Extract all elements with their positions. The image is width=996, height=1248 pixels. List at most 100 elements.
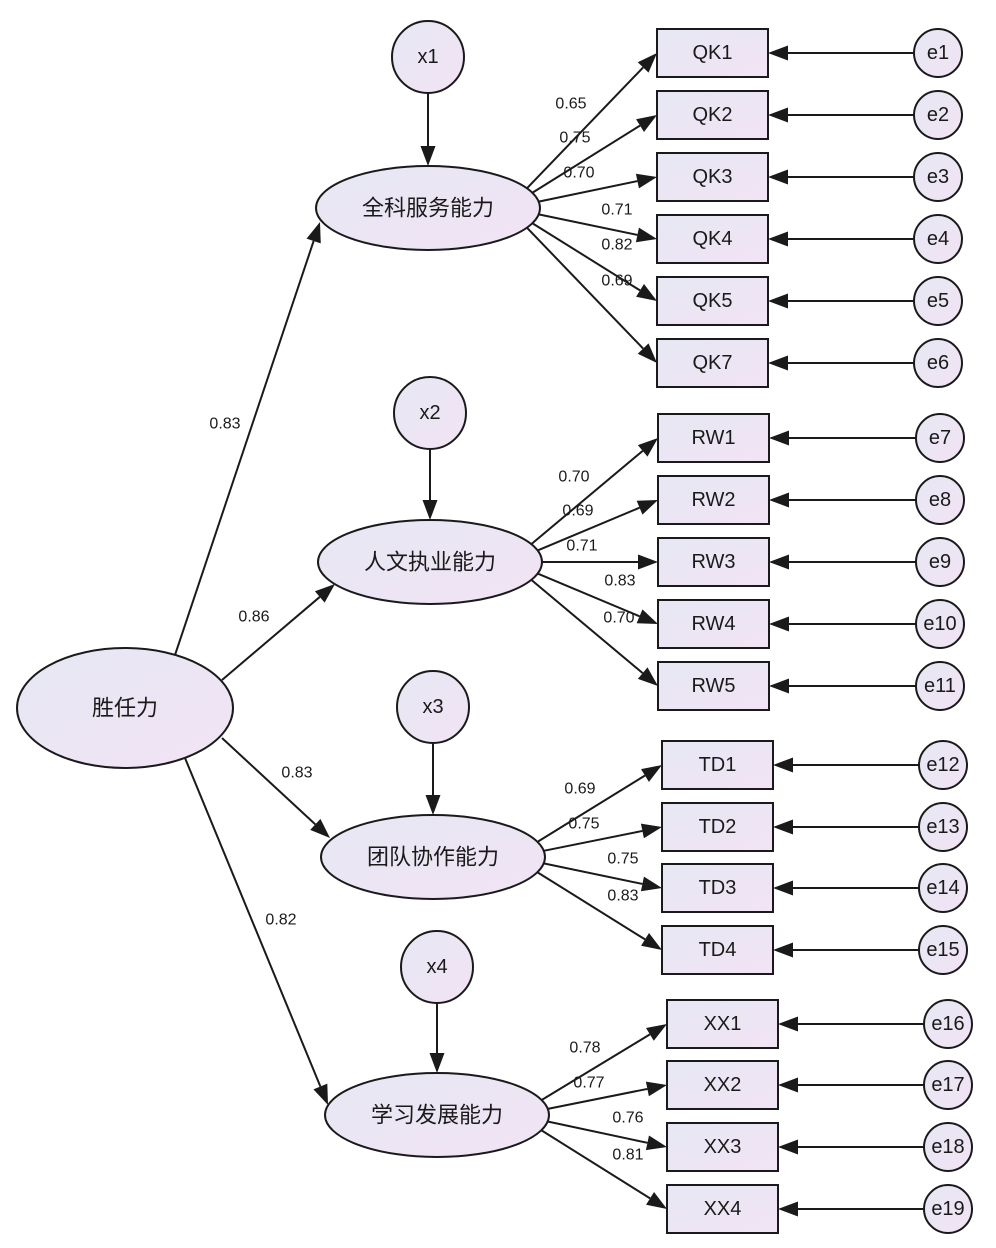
loading-arrow <box>538 173 657 203</box>
loading-arrow <box>541 1024 667 1101</box>
indicator-label: QK2 <box>692 104 732 126</box>
indicator-label: TD1 <box>699 754 737 776</box>
indicator-label: XX3 <box>704 1136 742 1158</box>
loading-arrow <box>526 226 657 363</box>
indicator-label: RW5 <box>691 675 735 697</box>
error-arrow <box>769 430 916 446</box>
arrow-layer <box>174 45 924 1217</box>
loading-arrow <box>543 823 662 852</box>
indicator-label: QK5 <box>692 290 732 312</box>
path-coefficient-label-1: 0.83 <box>209 416 240 433</box>
indicator-label: RW3 <box>691 551 735 573</box>
error-arrow <box>769 492 916 508</box>
loading-arrow <box>538 213 657 243</box>
path-coefficient-label-4: 0.82 <box>265 912 296 929</box>
error-arrow <box>778 1201 924 1217</box>
error-arrow <box>768 355 914 371</box>
loading-arrow <box>542 554 658 570</box>
loading-arrow <box>547 1120 667 1151</box>
indicator-label: QK7 <box>692 352 732 374</box>
indicator-box <box>666 1122 779 1172</box>
error-arrow <box>773 757 919 773</box>
error-arrow <box>768 293 914 309</box>
loading-label: 0.75 <box>568 816 599 833</box>
error-arrow <box>768 231 914 247</box>
loading-arrow <box>526 53 657 190</box>
error-arrow <box>773 819 919 835</box>
loading-label: 0.71 <box>601 202 632 219</box>
indicator-box <box>657 413 770 463</box>
loading-arrow <box>531 115 657 194</box>
indicator-label: TD3 <box>699 877 737 899</box>
loading-label: 0.78 <box>569 1040 600 1057</box>
error-arrow <box>778 1139 924 1155</box>
error-arrow <box>768 45 914 61</box>
loading-arrow <box>547 1081 667 1110</box>
loading-label: 0.65 <box>555 96 586 113</box>
error-label: e14 <box>926 877 959 899</box>
indicator-box <box>656 152 769 202</box>
loading-label: 0.75 <box>607 851 638 868</box>
error-label: e10 <box>923 613 956 635</box>
factor-label-4: 学习发展能力 <box>371 1103 503 1128</box>
loading-label: 0.69 <box>601 273 632 290</box>
loading-label: 0.82 <box>601 237 632 254</box>
indicator-label: QK3 <box>692 166 732 188</box>
indicator-box <box>656 90 769 140</box>
disturbance-label-3: x3 <box>422 696 443 718</box>
loading-arrow <box>536 765 662 843</box>
loading-arrow <box>531 222 657 301</box>
indicator-label: XX4 <box>704 1198 742 1220</box>
error-label: e18 <box>931 1136 964 1158</box>
indicator-box <box>656 214 769 264</box>
root-label: 胜任力 <box>92 696 158 721</box>
loading-arrow <box>530 438 658 545</box>
factor-label-2: 人文执业能力 <box>364 550 496 575</box>
error-label: e2 <box>927 104 949 126</box>
indicator-box <box>666 1184 779 1234</box>
error-label: e6 <box>927 352 949 374</box>
disturbance-arrow-4 <box>429 1003 445 1073</box>
indicator-label: RW2 <box>691 489 735 511</box>
loading-label: 0.75 <box>559 130 590 147</box>
indicator-label: QK4 <box>692 228 732 250</box>
loading-label: 0.70 <box>603 610 634 627</box>
indicator-label: RW1 <box>691 427 735 449</box>
disturbance-label-1: x1 <box>417 46 438 68</box>
error-arrow <box>773 942 919 958</box>
disturbance-arrow-3 <box>425 743 441 815</box>
error-label: e7 <box>929 427 951 449</box>
error-arrow <box>768 107 914 123</box>
disturbance-arrow-2 <box>422 449 438 520</box>
error-arrow <box>769 678 916 694</box>
error-arrow <box>769 616 916 632</box>
error-label: e3 <box>927 166 949 188</box>
loading-arrow <box>537 572 658 624</box>
indicator-box <box>656 276 769 326</box>
factor-label-3: 团队协作能力 <box>367 845 499 870</box>
factor-label-1: 全科服务能力 <box>362 196 494 221</box>
loading-label: 0.81 <box>612 1147 643 1164</box>
error-arrow <box>778 1016 924 1032</box>
loading-label: 0.71 <box>566 538 597 555</box>
structural-path-arrow-1 <box>174 222 321 656</box>
indicator-label: XX2 <box>704 1074 742 1096</box>
disturbance-label-4: x4 <box>426 956 447 978</box>
indicator-label: TD2 <box>699 816 737 838</box>
loading-arrow <box>530 579 658 686</box>
error-arrow <box>773 880 919 896</box>
error-label: e4 <box>927 228 949 250</box>
error-label: e9 <box>929 551 951 573</box>
loading-arrow <box>543 862 662 892</box>
indicator-label: RW4 <box>691 613 735 635</box>
error-label: e16 <box>931 1013 964 1035</box>
indicator-box <box>656 338 769 388</box>
path-coefficient-label-2: 0.86 <box>238 609 269 626</box>
error-label: e11 <box>924 675 956 697</box>
loading-label: 0.77 <box>573 1075 604 1092</box>
error-arrow <box>769 554 916 570</box>
indicator-label: QK1 <box>692 42 732 64</box>
disturbance-arrow-1 <box>420 93 436 166</box>
